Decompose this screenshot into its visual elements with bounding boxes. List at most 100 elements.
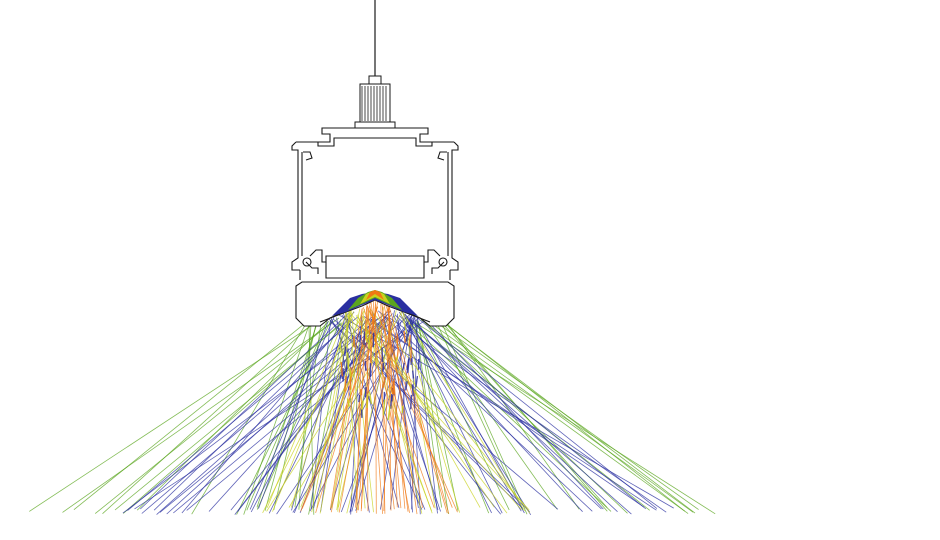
light-ray [336,313,674,509]
light-ray [359,334,362,343]
light-ray [413,312,438,514]
light-ray [363,331,366,345]
light-ray [273,319,318,510]
light-ray [382,376,386,389]
light-ray [136,320,330,511]
light-ray [356,307,363,513]
light-ray [340,361,343,377]
light-ray [290,313,349,508]
light-ray [73,321,308,511]
light-ray [403,330,406,343]
light-ray [362,316,495,508]
light-ray [346,398,351,407]
light-ray [123,322,342,514]
light-ray [310,319,331,510]
light-ray [384,302,448,514]
light-ray [288,311,403,508]
light-ray [337,305,350,512]
light-ray [388,301,392,511]
lens-yellow-region [360,290,390,304]
light-ray [382,399,386,416]
light-ray [370,318,645,508]
light-ray [336,317,370,513]
light-ray [358,394,361,403]
lens-orange-region [366,290,384,300]
cable-gland [354,75,396,129]
light-ray [29,322,317,512]
light-ray [415,375,419,388]
light-ray [355,315,508,514]
light-ray [374,303,377,514]
light-ray [367,305,383,514]
light-ray [360,389,363,396]
light-ray [339,342,342,353]
light-ray [140,312,349,510]
light-ray [403,313,525,512]
light-ray [366,393,369,409]
light-rays [29,300,716,516]
light-ray [308,323,345,515]
light-ray [127,316,358,511]
light-ray [316,311,352,508]
light-ray [394,356,398,365]
light-ray [345,313,522,510]
light-ray [236,318,333,515]
light-ray [340,310,418,513]
light-ray [420,319,689,514]
light-ray [415,322,716,515]
light-ray [250,321,352,513]
light-ray [166,316,386,515]
light-ray [404,313,532,516]
light-ray [237,316,388,512]
light-ray [372,311,441,512]
light-ray [408,334,411,347]
light-ray [383,304,423,509]
light-ray [377,310,593,512]
light-ray [266,309,349,508]
light-ray [389,317,667,513]
light-ray [366,305,458,513]
light-ray [405,320,612,512]
light-ray [311,310,351,513]
light-ray [102,317,319,514]
light-ray [425,318,694,513]
light-ray [344,346,347,357]
light-ray [342,371,346,382]
light-ray [399,315,583,512]
light-ray [258,321,329,509]
light-ray [331,311,365,509]
light-ray [249,310,338,510]
light-ray [440,318,686,512]
light-ray [423,316,604,510]
light-ray [62,317,340,513]
light-ray [411,384,414,397]
light-ray [405,381,408,391]
light-ray [338,301,378,513]
light-ray [159,320,393,513]
light-ray [390,386,394,395]
lens-blue-region [332,292,418,316]
light-ray [364,387,367,398]
light-ray [381,303,409,512]
light-ray [412,370,415,379]
light-ray [153,318,353,511]
light-ray [381,347,384,362]
light-ray [349,376,352,390]
light-ray [388,305,450,514]
light-ray [392,380,396,395]
light-ray [94,321,334,514]
light-ray [357,314,432,511]
light-ray [330,309,363,509]
light-ray [394,314,602,510]
light-ray [416,316,658,509]
light-ray [346,352,349,369]
light-ray [313,319,364,509]
light-ray [401,311,632,515]
light-ray [402,311,503,514]
light-ray [319,308,361,514]
light-ray [398,311,522,512]
light-ray [378,332,381,341]
light-ray [381,306,402,509]
